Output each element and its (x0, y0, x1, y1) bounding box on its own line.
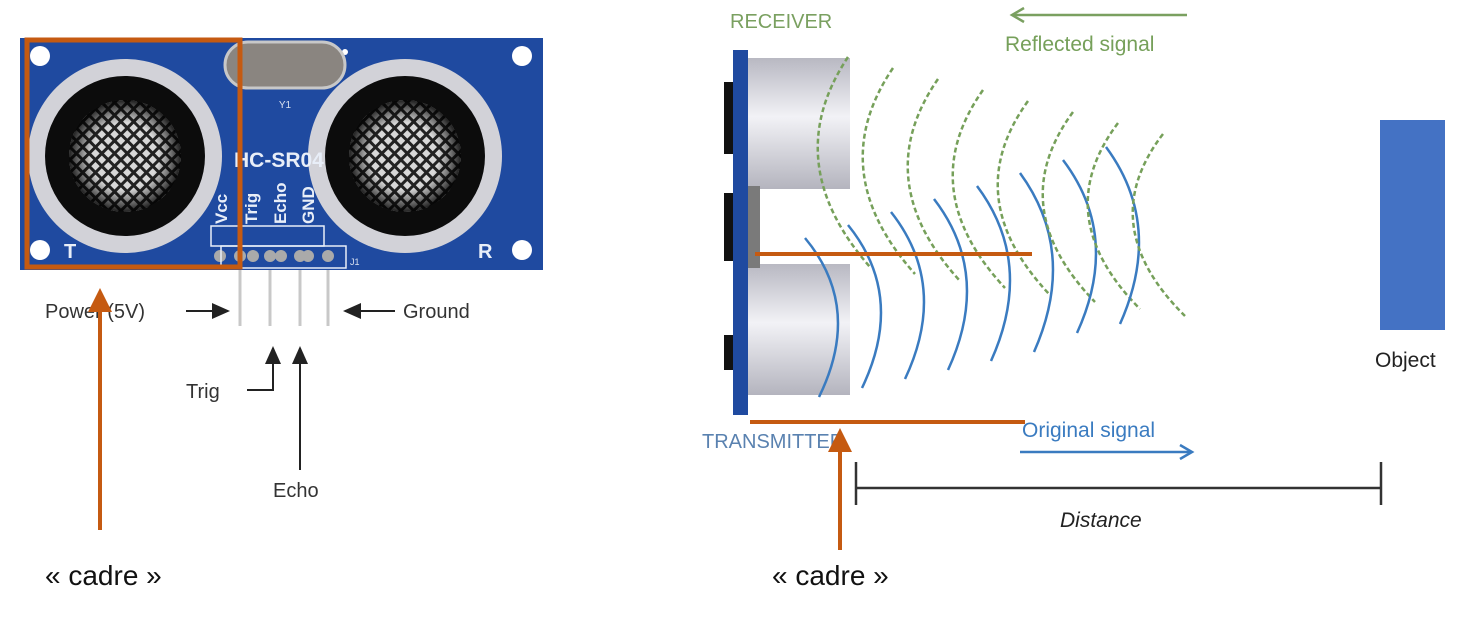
trig-callout: Trig (186, 381, 220, 403)
connector-block (724, 193, 734, 261)
echo-callout: Echo (273, 480, 319, 502)
reflected-signal-label: Reflected signal (1005, 33, 1154, 56)
pin-label-trig: Trig (242, 193, 261, 224)
crystal-oscillator (223, 40, 347, 90)
original-wave-arc (975, 185, 1012, 362)
original-wave-arc (847, 224, 883, 389)
transmitter-cylinder (748, 264, 850, 395)
cadre-frame-left (24, 37, 243, 270)
original-wave-arc (933, 198, 969, 371)
reflected-wave-arc (951, 89, 1006, 289)
transmitter-label-t: T (64, 241, 76, 263)
connector-block (724, 82, 734, 154)
original-signal-label: Original signal (1022, 419, 1155, 442)
distance-bar (854, 462, 1383, 505)
crystal-label: Y1 (279, 100, 292, 111)
pin-label-echo: Echo (271, 182, 290, 224)
receiver-label-r: R (478, 241, 493, 263)
original-wave-arc (1018, 172, 1055, 353)
cadre-annotation-left: « cadre » (45, 560, 162, 591)
object-block (1380, 120, 1445, 330)
object-label: Object (1375, 349, 1436, 372)
reflected-wave-arc (1131, 133, 1186, 317)
original-wave-arc (1104, 146, 1141, 325)
pin-label-vcc: Vcc (212, 194, 231, 224)
pin-legs (238, 270, 330, 326)
hc-sr04-module: Y1 HC-SR04 T R J1 Vcc Trig Echo GND (20, 38, 543, 270)
distance-label: Distance (1060, 509, 1142, 532)
connector-label: J1 (350, 257, 360, 267)
mount-hole (512, 240, 532, 260)
pcb-edge (733, 50, 748, 415)
cadre-annotation-right: « cadre » (772, 560, 889, 591)
connector-block (724, 335, 734, 370)
receiver-cylinder (748, 58, 850, 189)
ground-callout: Ground (403, 301, 470, 323)
reflected-wave-arc (996, 100, 1051, 296)
sensor-side-view (724, 50, 850, 415)
pin-header-outline (220, 245, 347, 269)
signal-waves (804, 56, 1186, 398)
transmitter-transducer (28, 59, 222, 253)
receiver-label: RECEIVER (730, 11, 832, 33)
original-wave-arc (1062, 159, 1098, 334)
reflected-wave-arc (861, 67, 916, 275)
power-callout: Power (5V) (45, 301, 145, 323)
original-wave-arc (890, 211, 926, 380)
reflected-wave-arc (906, 78, 961, 282)
pin-label-gnd: GND (299, 186, 318, 224)
receiver-transducer (308, 59, 502, 253)
crystal-side (748, 186, 760, 268)
reflected-wave-arc (1041, 111, 1096, 303)
pin-labels: Vcc Trig Echo GND (212, 182, 318, 224)
reflected-wave-arc (1086, 122, 1141, 310)
transmitter-label: TRANSMITTER (702, 431, 844, 453)
module-name: HC-SR04 (234, 149, 324, 172)
trig-arrow (247, 346, 281, 391)
mount-hole (30, 46, 50, 66)
mount-hole (512, 46, 532, 66)
mount-hole (30, 240, 50, 260)
reflected-wave-arc (816, 56, 871, 268)
